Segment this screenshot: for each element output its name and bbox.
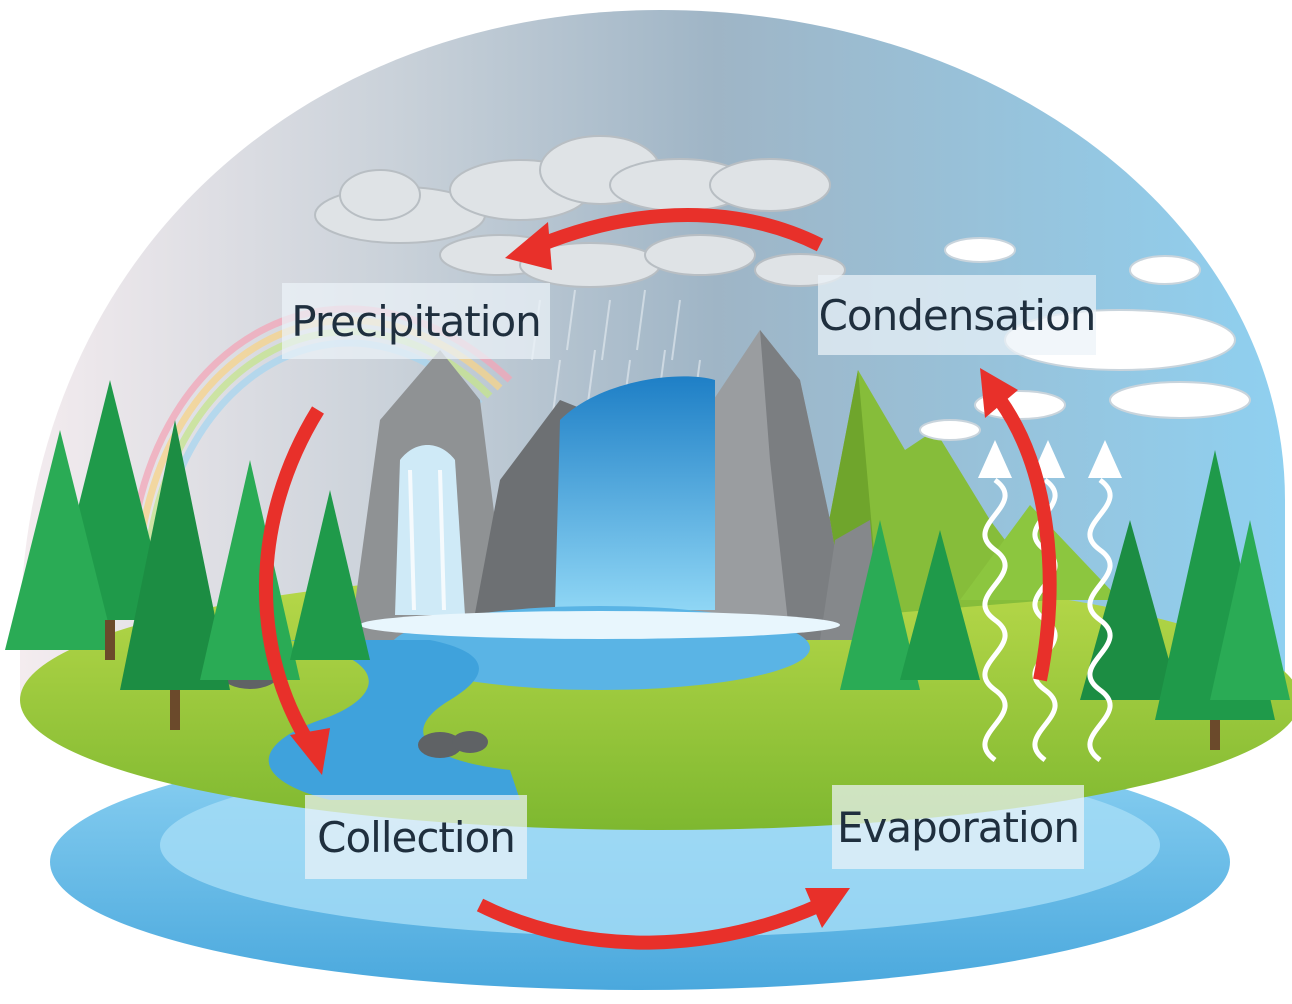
white-clouds bbox=[919, 237, 1251, 441]
label-evaporation: Evaporation bbox=[832, 785, 1084, 869]
label-condensation: Condensation bbox=[818, 275, 1096, 355]
pine-trees-left bbox=[5, 380, 370, 730]
rain-clouds bbox=[314, 135, 846, 288]
arrow-condensation-to-precipitation bbox=[537, 208, 824, 252]
arrow-head-evaporation bbox=[805, 888, 850, 928]
arrow-evaporation-to-condensation bbox=[994, 395, 1057, 682]
arrow-precipitation-to-collection bbox=[259, 406, 324, 749]
pine-trees-right bbox=[840, 450, 1290, 750]
cycle-arrows bbox=[259, 208, 1057, 950]
river bbox=[268, 606, 840, 800]
arrow-head-precipitation bbox=[505, 222, 552, 270]
label-collection: Collection bbox=[305, 795, 527, 879]
arrow-head-condensation bbox=[980, 368, 1018, 418]
arrow-head-collection bbox=[290, 728, 330, 775]
arrow-collection-to-evaporation bbox=[476, 898, 823, 950]
waterfall bbox=[395, 376, 715, 615]
label-precipitation: Precipitation bbox=[282, 283, 550, 359]
